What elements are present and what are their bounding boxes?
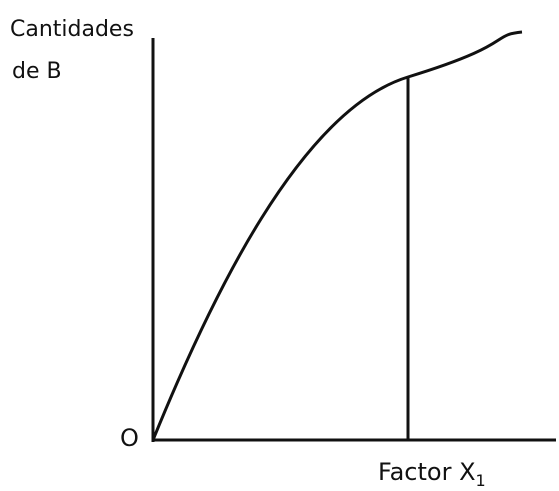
x-axis-label-subscript: 1 <box>476 471 486 490</box>
x-axis-label: Factor X1 <box>378 458 486 490</box>
x-axis-label-main: Factor X <box>378 458 476 486</box>
y-axis-label-line1: Cantidades <box>10 17 134 42</box>
production-curve <box>151 30 523 441</box>
y-axis-label-line2: de B <box>12 59 62 84</box>
origin-label: O <box>120 424 139 452</box>
